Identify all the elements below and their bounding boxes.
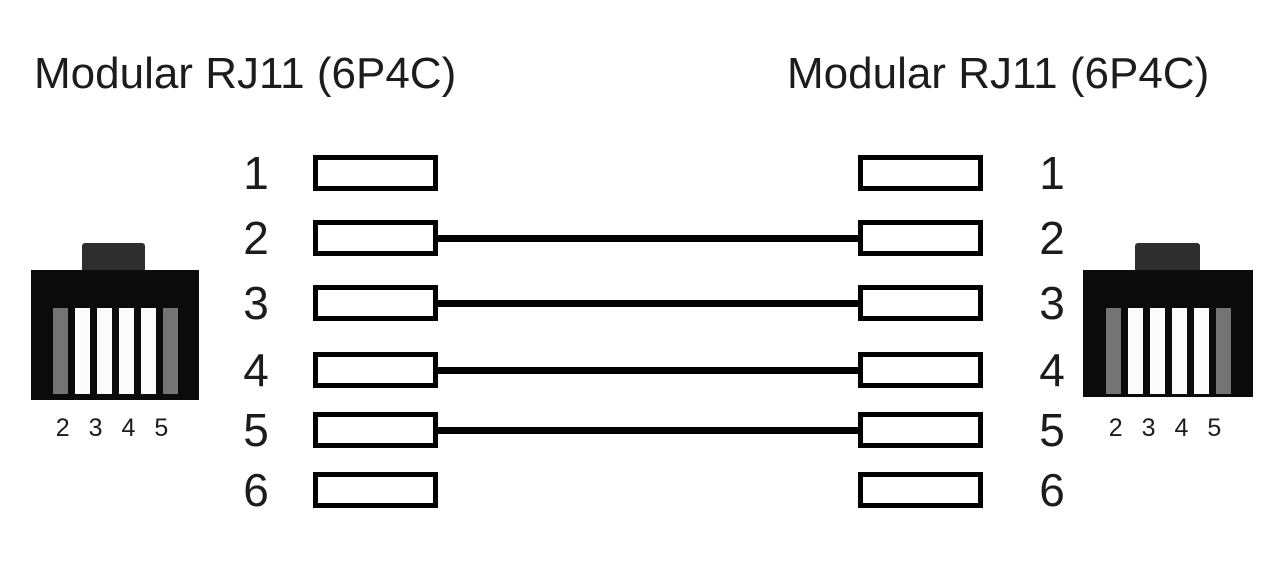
right-pin-box-2: [858, 220, 983, 256]
pin-contact-stripe: [1127, 308, 1143, 394]
right-pin-number-6: 6: [1039, 464, 1065, 516]
left-pin-box-4: [313, 352, 438, 388]
right-pin-number-4: 4: [1039, 344, 1065, 396]
left-connector-title: Modular RJ11 (6P4C): [34, 49, 457, 98]
right-connector-pin-numbers-label: 2 3 4 5: [1108, 414, 1228, 442]
unused-pin-stripe: [1215, 308, 1231, 394]
pin-contact-stripe: [96, 308, 112, 394]
right-pin-box-4: [858, 352, 983, 388]
right-pin-number-5: 5: [1039, 404, 1065, 456]
right-pin-box-3: [858, 285, 983, 321]
pin-contact-stripe: [1193, 308, 1209, 394]
right-connector-body: [1083, 270, 1253, 397]
pin-contact-stripe: [74, 308, 90, 394]
wire-pin-4: [436, 366, 860, 374]
right-pin-box-1: [858, 155, 983, 191]
left-pin-number-1: 1: [243, 147, 269, 199]
left-pin-number-2: 2: [243, 212, 269, 264]
right-connector-latch-tab: [1135, 243, 1200, 271]
pin-contact-stripe: [1171, 308, 1187, 394]
wire-pin-5: [436, 426, 860, 434]
left-pin-number-6: 6: [243, 464, 269, 516]
left-pin-box-1: [313, 155, 438, 191]
unused-pin-stripe: [52, 308, 68, 394]
right-pin-number-1: 1: [1039, 147, 1065, 199]
pin-contact-stripe: [1149, 308, 1165, 394]
left-pin-number-3: 3: [243, 277, 269, 329]
pin-contact-stripe: [118, 308, 134, 394]
left-pin-box-6: [313, 472, 438, 508]
unused-pin-stripe: [1105, 308, 1121, 394]
left-connector-pin-numbers-label: 2 3 4 5: [55, 414, 175, 442]
left-pin-box-3: [313, 285, 438, 321]
left-pin-number-4: 4: [243, 344, 269, 396]
right-pin-box-6: [858, 472, 983, 508]
left-pin-box-2: [313, 220, 438, 256]
left-pin-box-5: [313, 412, 438, 448]
right-pin-number-2: 2: [1039, 212, 1065, 264]
right-pin-box-5: [858, 412, 983, 448]
right-pin-number-3: 3: [1039, 277, 1065, 329]
unused-pin-stripe: [162, 308, 178, 394]
right-connector-title: Modular RJ11 (6P4C): [787, 49, 1210, 98]
left-connector-body: [31, 270, 199, 400]
pin-contact-stripe: [140, 308, 156, 394]
left-connector-latch-tab: [82, 243, 145, 273]
wire-pin-3: [436, 299, 860, 307]
left-pin-number-5: 5: [243, 404, 269, 456]
wire-pin-2: [436, 234, 860, 242]
